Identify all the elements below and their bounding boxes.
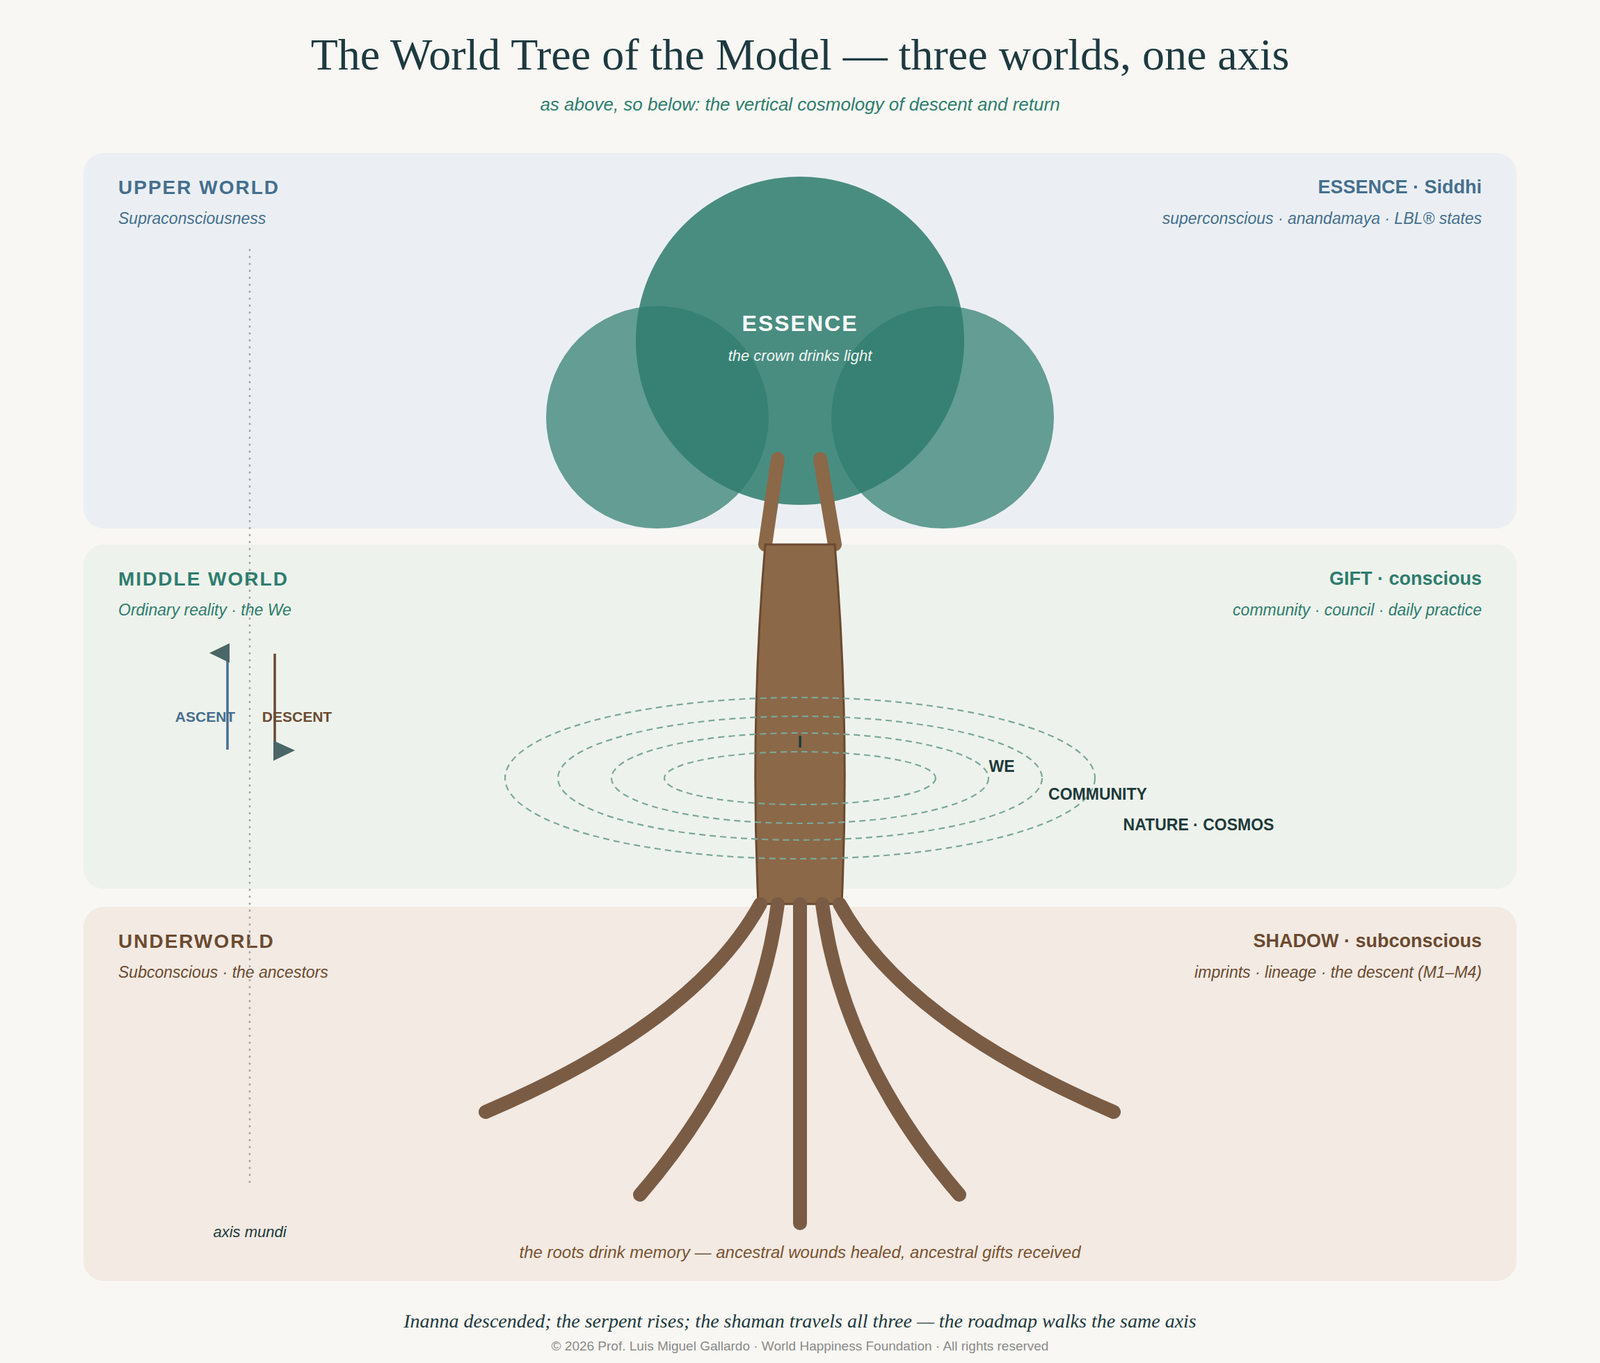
circle-label: WE [375, 757, 1600, 778]
branch [820, 459, 835, 545]
root [793, 904, 807, 1224]
ascent-arrow [226, 653, 229, 750]
descent-label: DESCENT [0, 708, 924, 726]
descent-arrowhead [273, 740, 295, 762]
aspect-heading: ESSENCE · Siddhi [786, 176, 1482, 199]
world-subtitle: Ordinary reality · the We [118, 601, 745, 621]
axis-mundi-line [249, 249, 252, 1187]
caption: Inanna descended; the serpent rises; the… [173, 1309, 1427, 1334]
circle-label: COMMUNITY [471, 785, 1600, 805]
aspect-subtitle: imprints · lineage · the descent (M1–M4) [786, 963, 1482, 983]
roots-note: the roots drink memory — ancestral wound… [173, 1243, 1427, 1264]
axis-label: axis mundi [0, 1223, 876, 1242]
circle-label: I [173, 733, 1427, 753]
underworld-band: UNDERWORLD Subconscious · the ancestors SH… [83, 907, 1517, 1282]
circle-outline [635, 176, 965, 506]
world-heading: UPPER WORLD [118, 176, 745, 200]
circle-of-cosmos [505, 697, 1095, 860]
world-heading: MIDDLE WORLD [118, 567, 745, 592]
crown-circle: ESSENCE the crown drinks light [635, 176, 965, 506]
crown-subtitle: the crown drinks light [635, 347, 965, 366]
subtitle: as above, so below: the vertical cosmolo… [173, 93, 1427, 116]
copyright: © 2026 Prof. Luis Miguel Gallardo · Worl… [173, 1339, 1427, 1356]
upper-world-band: UPPER WORLD Supraconsciousness ESSENCE · S… [83, 153, 1517, 529]
aspect-subtitle: community · council · daily practice [786, 601, 1482, 621]
crown-side-circle [831, 306, 1054, 529]
world-subtitle: Supraconsciousness [118, 209, 745, 229]
root [640, 904, 778, 1196]
descent-arrow [273, 653, 277, 750]
branch [765, 459, 778, 545]
circle-label: NATURE · COSMOS [572, 816, 1600, 836]
title: The World Tree of the Model — three worl… [173, 28, 1427, 83]
crown-side-circle [546, 306, 769, 529]
ascent-label: ASCENT [0, 708, 832, 726]
world-heading: UNDERWORLD [118, 930, 745, 954]
root [485, 904, 761, 1113]
world-subtitle: Subconscious · the ancestors [118, 963, 745, 983]
ascent-arrowhead [209, 643, 230, 663]
circle-of-i [664, 752, 936, 805]
aspect-heading: SHADOW · subconscious [786, 930, 1482, 953]
trunk [755, 544, 845, 905]
aspect-heading: GIFT · conscious [786, 567, 1482, 590]
crown-title: ESSENCE [635, 310, 965, 337]
root [822, 904, 960, 1196]
root [839, 904, 1114, 1113]
crown-fill [635, 176, 965, 506]
